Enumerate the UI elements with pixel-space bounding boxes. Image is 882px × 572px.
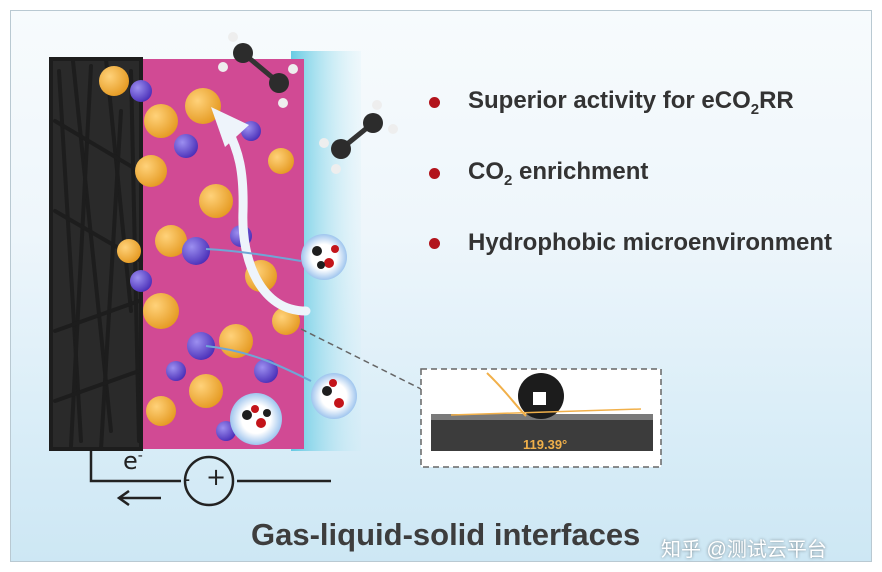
inset-leader: [300, 328, 422, 390]
bullet-text: Hydrophobic microenvironment: [468, 229, 833, 256]
plus-sign: +: [206, 463, 227, 491]
gas-flow-arrowhead: [211, 107, 249, 147]
bullet-hydrophobic: Hydrophobic microenvironment: [429, 229, 832, 257]
footer-title: Gas-liquid-solid interfaces: [251, 517, 641, 552]
schematic-art: [49, 32, 662, 507]
circuit: [89, 451, 331, 507]
bullet-dot: [429, 96, 440, 108]
minus-sign: -: [183, 467, 191, 491]
electron-label: e-: [123, 447, 143, 475]
ethylene-molecules: [218, 32, 398, 174]
co2-bubbles: [230, 234, 357, 445]
bullet-text: CO2 enrichment: [468, 158, 649, 189]
bullet-activity: Superior activity for eCO2RR: [429, 87, 794, 118]
figure-frame: Superior activity for eCO2RR CO2 enrichm…: [10, 10, 872, 562]
carbon-fiber-layer: [49, 57, 143, 451]
bullet-co2-enrichment: CO2 enrichment: [429, 158, 648, 189]
bullet-dot: [429, 167, 440, 179]
gas-flow-arrow: [221, 121, 311, 316]
watermark: 知乎 @测试云平台: [661, 539, 827, 561]
contact-angle-inset: [420, 368, 662, 468]
contact-angle-value: 119.39°: [523, 437, 568, 452]
bullet-dot: [429, 237, 440, 249]
bullet-text: Superior activity for eCO2RR: [468, 87, 794, 118]
